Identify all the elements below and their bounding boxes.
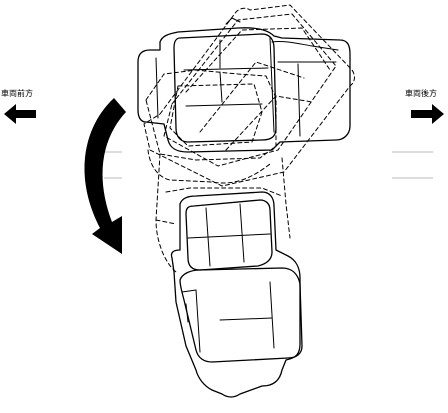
- seat-rotated-outline: [143, 4, 355, 273]
- vehicle-front-arrow: [4, 104, 36, 124]
- vehicle-rear-label: 車両後方: [405, 89, 437, 98]
- seat-rear-facing: [170, 191, 303, 398]
- vehicle-rear-arrow: [411, 104, 444, 124]
- rotation-arrow: [84, 98, 126, 254]
- reference-lines: [104, 151, 433, 179]
- vehicle-front-label: 車両前方: [1, 89, 33, 98]
- seat-front-facing: [137, 17, 351, 153]
